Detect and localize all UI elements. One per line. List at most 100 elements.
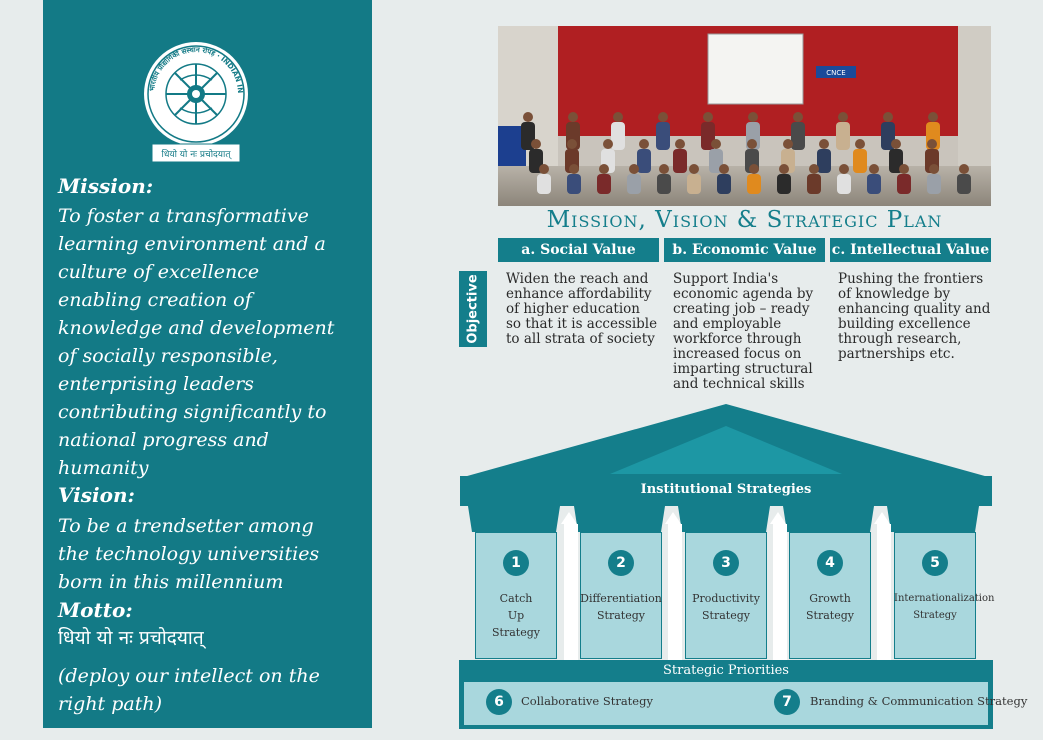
person-body — [791, 122, 805, 150]
person-head — [703, 112, 713, 122]
text-line: To foster a transformative — [58, 205, 309, 227]
text-line: of socially responsible, — [58, 345, 278, 367]
pillar-label-line: Strategy — [702, 609, 750, 622]
text-line: and technical skills — [673, 376, 805, 392]
text-line: culture of excellence — [58, 261, 260, 283]
pillar-number: 4 — [817, 550, 843, 576]
logo-banner-text: धियो यो नः प्रचोदयात् — [162, 148, 233, 160]
pillar-label-line: Productivity — [692, 592, 760, 605]
person-head — [569, 164, 579, 174]
person-body — [777, 174, 791, 194]
person-body — [837, 174, 851, 194]
pillar-number: 3 — [713, 550, 739, 576]
text-line: of knowledge by — [838, 286, 951, 302]
person-head — [719, 164, 729, 174]
person-head — [779, 164, 789, 174]
person-head — [883, 112, 893, 122]
person-body — [867, 174, 881, 194]
left-panel: धियो यो नः प्रचोदयात् भारतीय प्रौद्योगिक… — [43, 0, 372, 728]
social-value-header: a. Social Value — [498, 238, 659, 262]
temple-roof — [460, 404, 992, 482]
pillar-number: 1 — [503, 550, 529, 576]
person-body — [927, 174, 941, 194]
objective-label: Objective — [459, 271, 487, 347]
text-line: partnerships etc. — [838, 346, 955, 362]
person-head — [603, 139, 613, 149]
text-line: building excellence — [838, 316, 971, 332]
text-line: To be a trendsetter among — [58, 515, 314, 537]
text-line: so that it is accessible — [506, 316, 658, 332]
people-group — [521, 112, 971, 194]
pillar-label-line: Growth — [809, 592, 851, 605]
strategic-priorities-bar: Strategic Priorities — [459, 660, 993, 682]
person-head — [891, 139, 901, 149]
person-body — [807, 174, 821, 194]
person-head — [711, 139, 721, 149]
text-line: creating job – ready — [673, 301, 810, 317]
pillar-number: 2 — [608, 550, 634, 576]
text-line: enabling creation of — [58, 289, 252, 311]
text-line: national progress and — [58, 429, 269, 451]
person-body — [957, 174, 971, 194]
text-line: to all strata of society — [506, 331, 655, 347]
person-head — [613, 112, 623, 122]
arrow-shaft — [668, 524, 682, 660]
priority-number: 6 — [486, 689, 512, 715]
pillar-label-line: Catch — [499, 592, 533, 605]
person-head — [539, 164, 549, 174]
person-body — [537, 174, 551, 194]
text-line: learning environment and a — [58, 233, 326, 255]
person-body — [747, 174, 761, 194]
text-line: workforce through — [673, 331, 802, 347]
priority-label: Collaborative Strategy — [521, 694, 653, 708]
motto-heading: Motto: — [58, 598, 133, 622]
person-head — [819, 139, 829, 149]
text-line: of higher education — [506, 301, 640, 317]
text-line: economic agenda by — [673, 286, 814, 302]
arrow-shaft — [877, 524, 891, 660]
economic-value-header: b. Economic Value — [664, 238, 825, 262]
person-head — [629, 164, 639, 174]
person-head — [869, 164, 879, 174]
text-line: (deploy our intellect on the — [58, 665, 320, 687]
person-head — [793, 112, 803, 122]
person-head — [839, 164, 849, 174]
vision-heading: Vision: — [58, 483, 135, 507]
person-head — [749, 164, 759, 174]
photo-banner-text: CNCE — [826, 69, 845, 77]
person-head — [531, 139, 541, 149]
text-line: and employable — [673, 316, 782, 332]
institutional-strategies-bar: Institutional Strategies — [460, 478, 992, 504]
person-body — [637, 149, 651, 173]
person-body — [717, 174, 731, 194]
text-line: increased focus on — [673, 346, 802, 362]
text-line: through research, — [838, 331, 962, 347]
text-line: knowledge and development — [58, 317, 335, 339]
person-head — [929, 164, 939, 174]
text-line: Pushing the frontiers — [838, 271, 984, 287]
text-line: enhancing quality and — [838, 301, 991, 317]
person-head — [809, 164, 819, 174]
text-line: contributing significantly to — [58, 401, 327, 423]
person-head — [599, 164, 609, 174]
person-body — [611, 122, 625, 150]
pillar-label-line: Strategy — [597, 609, 645, 622]
person-body — [673, 149, 687, 173]
pillar-label-line: Strategy — [492, 626, 540, 639]
person-head — [855, 139, 865, 149]
person-body — [627, 174, 641, 194]
pillar-number: 5 — [922, 550, 948, 576]
person-body — [817, 149, 831, 173]
arrow-shaft — [773, 524, 787, 660]
iit-ropar-logo: धियो यो नः प्रचोदयात् भारतीय प्रौद्योगिक… — [140, 40, 248, 163]
person-head — [927, 139, 937, 149]
group-photo: CNCE — [498, 26, 991, 206]
person-head — [838, 112, 848, 122]
